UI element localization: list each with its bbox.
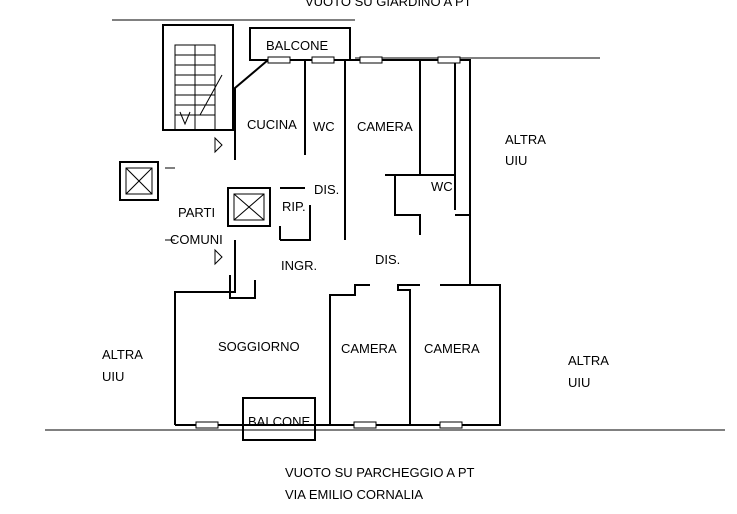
neighbour-left-2: UIU <box>102 369 124 384</box>
site-lines <box>45 19 725 431</box>
balcone-top-label: BALCONE <box>266 38 328 53</box>
rip-label: RIP. <box>282 199 306 214</box>
camera-3-label: CAMERA <box>424 341 480 356</box>
ingr-label: INGR. <box>281 258 317 273</box>
neighbour-right-top-1: ALTRA <box>505 132 546 147</box>
comuni-label: COMUNI <box>170 232 223 247</box>
bottom-note-1: VUOTO SU PARCHEGGIO A PT <box>285 465 475 480</box>
balcone-bottom-label: BALCONE <box>248 414 310 429</box>
top-note: VUOTO SU GIARDINO A PT <box>305 0 472 9</box>
neighbour-right-bottom-1: ALTRA <box>568 353 609 368</box>
cucina-label: CUCINA <box>247 117 297 132</box>
dis-1-label: DIS. <box>314 182 339 197</box>
camera-2-label: CAMERA <box>341 341 397 356</box>
dis-2-label: DIS. <box>375 252 400 267</box>
windows <box>195 56 463 429</box>
parti-label: PARTI <box>178 205 215 220</box>
wc-2-label: WC <box>431 179 453 194</box>
lift-left <box>119 161 159 201</box>
neighbour-left-1: ALTRA <box>102 347 143 362</box>
door-markers <box>165 136 223 266</box>
wc-1-label: WC <box>313 119 335 134</box>
neighbour-right-bottom-2: UIU <box>568 375 590 390</box>
lift-centre <box>227 187 271 227</box>
bottom-note-2: VIA EMILIO CORNALIA <box>285 487 423 502</box>
neighbour-right-top-2: UIU <box>505 153 527 168</box>
stairwell <box>162 24 234 131</box>
soggiorno-label: SOGGIORNO <box>218 339 300 354</box>
labels: VUOTO SU GIARDINO A PT BALCONE CUCINA WC… <box>102 0 609 502</box>
apartment-walls <box>174 59 501 426</box>
camera-1-label: CAMERA <box>357 119 413 134</box>
bottom-balcony <box>242 397 316 441</box>
